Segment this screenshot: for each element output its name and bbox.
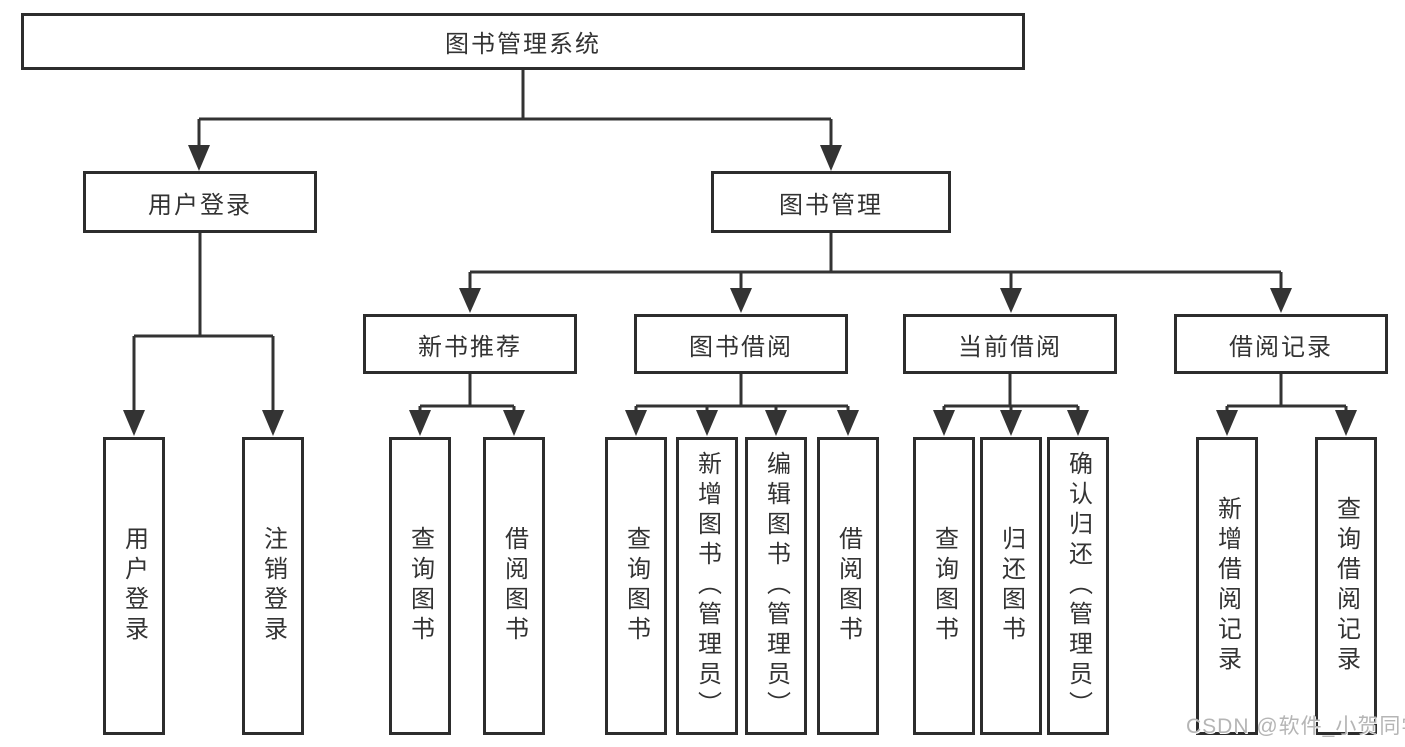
node-new-book-recommend: 新书推荐 [363,314,577,374]
leaf-recommend-query-books: 查询图书 [389,437,451,735]
node-current-borrowing: 当前借阅 [903,314,1117,374]
node-library-management-system: 图书管理系统 [21,13,1025,70]
leaf-recommend-borrow-books: 借阅图书 [483,437,545,735]
leaf-logout: 注销登录 [242,437,304,735]
leaf-user-login: 用户登录 [103,437,165,735]
arrowheads [123,145,1357,436]
connector-paths [132,70,1348,419]
leaf-current-confirm-return-admin: 确认归还（管理员） [1047,437,1109,735]
leaf-current-query-books: 查询图书 [913,437,975,735]
node-borrowing-records: 借阅记录 [1174,314,1388,374]
leaf-records-query-record: 查询借阅记录 [1315,437,1377,735]
leaf-borrowing-query-books: 查询图书 [605,437,667,735]
node-book-borrowing: 图书借阅 [634,314,848,374]
leaf-borrowing-edit-books-admin: 编辑图书（管理员） [745,437,807,735]
leaf-records-add-record: 新增借阅记录 [1196,437,1258,735]
csdn-watermark: CSDN @软件_小贺同学 [1186,715,1405,738]
leaf-current-return-books: 归还图书 [980,437,1042,735]
leaf-borrowing-borrow-books: 借阅图书 [817,437,879,735]
node-book-management: 图书管理 [711,171,951,233]
leaf-borrowing-add-books-admin: 新增图书（管理员） [676,437,738,735]
node-user-login: 用户登录 [83,171,317,233]
